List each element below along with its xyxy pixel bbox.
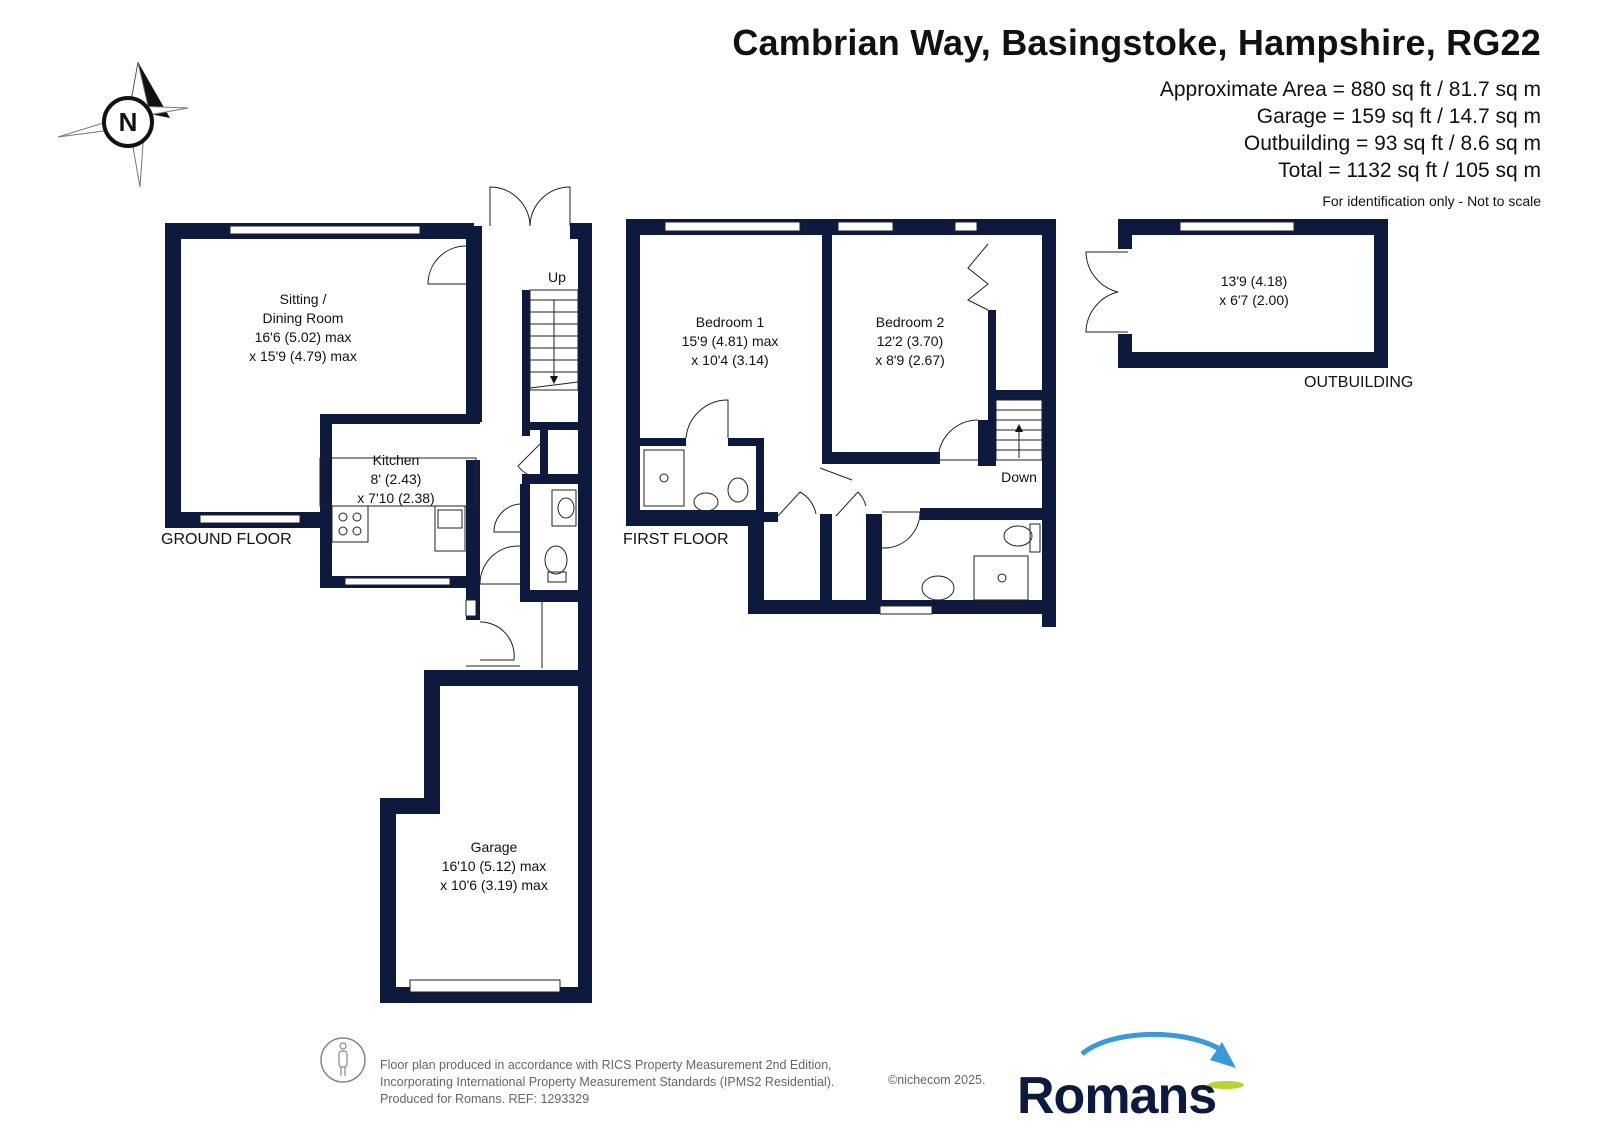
first-stairs-label: Down bbox=[1001, 469, 1037, 485]
kitchen-name: Kitchen bbox=[373, 452, 420, 468]
copyright: ©nichecom 2025. bbox=[888, 1073, 986, 1087]
ground-stairs-label: Up bbox=[548, 269, 566, 285]
ground-floor-plan: Up bbox=[165, 186, 592, 1003]
outbuilding-size: 13'9 (4.18) bbox=[1221, 273, 1288, 289]
garage-size: 16'10 (5.12) max bbox=[442, 858, 547, 874]
garage-name: Garage bbox=[471, 839, 518, 855]
outbuilding-label: OUTBUILDING bbox=[1304, 374, 1413, 391]
bedroom2-size: 12'2 (3.70) bbox=[877, 333, 944, 349]
first-floor-plan: Down bbox=[626, 219, 1056, 627]
footer-disclaimer: Floor plan produced in accordance with R… bbox=[380, 1057, 834, 1108]
outbuilding-plan bbox=[1085, 219, 1388, 368]
garage-area: Garage = 159 sq ft / 14.7 sq m bbox=[1256, 105, 1541, 128]
bedroom1-size-2: x 10'4 (3.14) bbox=[691, 352, 768, 368]
compass-label: N bbox=[119, 107, 138, 137]
bedroom1-size: 15'9 (4.81) max bbox=[682, 333, 779, 349]
total-area: Total = 1132 sq ft / 105 sq m bbox=[1278, 159, 1541, 182]
bedroom1-name: Bedroom 1 bbox=[696, 314, 765, 330]
ground-floor-label: GROUND FLOOR bbox=[161, 531, 292, 548]
kitchen-size-2: x 7'10 (2.38) bbox=[357, 490, 434, 506]
first-floor-label: FIRST FLOOR bbox=[623, 531, 729, 548]
footer-line-2: Incorporating International Property Mea… bbox=[380, 1075, 835, 1089]
scale-note: For identification only - Not to scale bbox=[1322, 193, 1541, 209]
page-title: Cambrian Way, Basingstoke, Hampshire, RG… bbox=[732, 22, 1541, 63]
footer-line-3: Produced for Romans. REF: 1293329 bbox=[380, 1092, 590, 1106]
romans-swoosh-icon bbox=[1080, 1031, 1244, 1089]
rics-person-icon bbox=[320, 1037, 366, 1083]
sitting-room-size: 16'6 (5.02) max bbox=[255, 329, 352, 345]
bedroom2-size-2: x 8'9 (2.67) bbox=[875, 352, 945, 368]
sitting-room-name: Sitting / bbox=[280, 291, 327, 307]
garage-size-2: x 10'6 (3.19) max bbox=[440, 877, 548, 893]
sitting-room-size-2: x 15'9 (4.79) max bbox=[249, 348, 357, 364]
outbuilding-size-2: x 6'7 (2.00) bbox=[1219, 292, 1289, 308]
kitchen-size: 8' (2.43) bbox=[371, 471, 422, 487]
sitting-room-name-2: Dining Room bbox=[263, 310, 344, 326]
compass: N bbox=[57, 61, 189, 188]
bedroom2-name: Bedroom 2 bbox=[876, 314, 945, 330]
outbuilding-area: Outbuilding = 93 sq ft / 8.6 sq m bbox=[1243, 132, 1541, 155]
footer-line-1: Floor plan produced in accordance with R… bbox=[380, 1058, 832, 1072]
brand-logo: Romans bbox=[1017, 1067, 1217, 1125]
approx-area: Approximate Area = 880 sq ft / 81.7 sq m bbox=[1159, 78, 1541, 101]
